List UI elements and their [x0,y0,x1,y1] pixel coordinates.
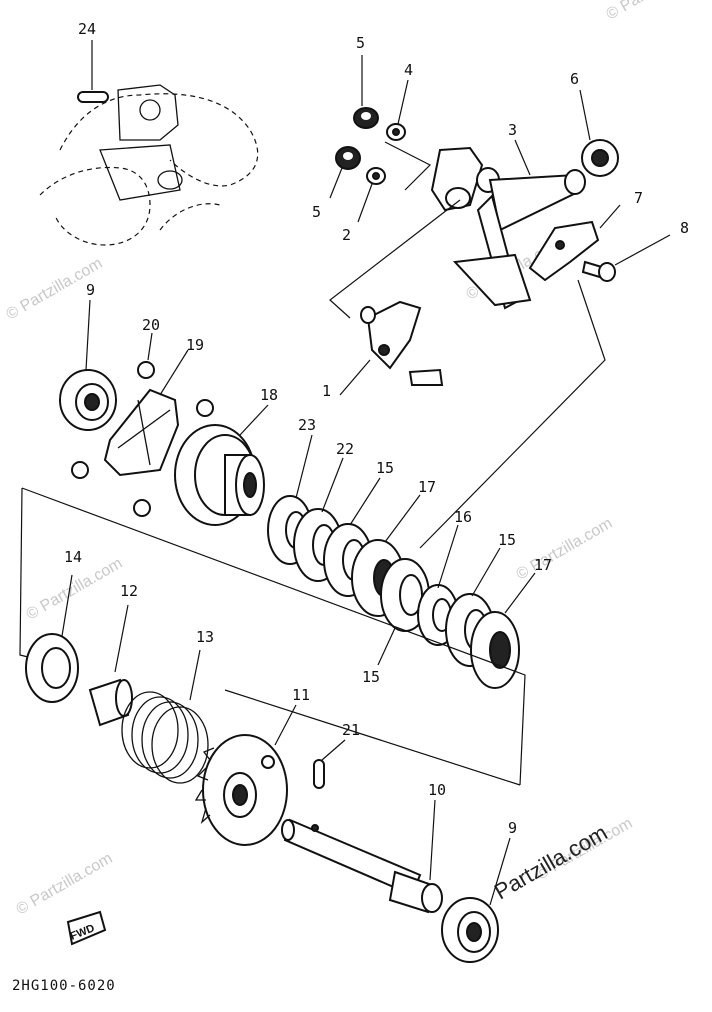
part-10-kick-shaft [281,799,443,914]
fwd-arrow-icon: FWD [66,910,107,946]
assembly-frame-line [21,487,526,786]
callout-15: 15 [362,668,380,686]
callout-5: 5 [356,34,365,52]
part-9-bearing-upper [59,299,117,431]
callout-22: 22 [336,440,354,458]
callout-1: 1 [322,382,331,400]
part-1-shift-cam [339,300,444,396]
diagram-code: 2HG100-6020 [12,978,116,994]
part-11-kick-idle-gear [194,704,297,846]
assembly-frame-line [19,487,41,661]
part-19-ratchet-cross [103,349,189,477]
callout-8: 8 [680,219,689,237]
callout-18: 18 [260,386,278,404]
part-4-washer [386,79,409,141]
callout-19: 19 [186,336,204,354]
callout-17: 17 [534,556,552,574]
part-6-oil-seal [579,89,619,177]
callout-5: 5 [312,203,321,221]
engine-case-outline [39,84,259,246]
part-5-nut-upper [353,55,379,129]
part-20-balls [71,332,214,517]
callout-10: 10 [428,781,446,799]
watermark-text: © Partzilla.com [514,515,616,584]
part-14-oil-seal [25,574,79,703]
callout-23: 23 [298,416,316,434]
callout-13: 13 [196,628,214,646]
callout-20: 20 [142,316,160,334]
assembly-guide-line [419,279,606,549]
assembly-guide-line [384,141,432,191]
assembly-guide-line [329,199,461,319]
clutch-plate-stack [267,434,536,689]
part-2-washer [357,167,386,223]
callout-9: 9 [508,819,517,837]
callout-11: 11 [292,686,310,704]
callout-14: 14 [64,548,82,566]
callout-9: 9 [86,281,95,299]
part-21-pin [313,739,346,789]
callout-21: 21 [342,721,360,739]
watermark-text: © Partzilla.com [14,850,116,919]
part-24-pin [77,40,109,103]
callout-15: 15 [376,459,394,477]
callout-2: 2 [342,226,351,244]
part-12-collar [88,604,133,727]
part-3-shift-lever [430,139,586,310]
callout-7: 7 [634,189,643,207]
callout-15: 15 [498,531,516,549]
part-18-kick-gear [174,404,269,526]
part-7-stopper-lever [528,204,621,282]
callout-12: 12 [120,582,138,600]
part-9-bearing-lower [441,837,511,963]
callout-3: 3 [508,121,517,139]
callout-labels: 24 5 4 6 3 7 8 5 2 1 9 20 19 18 23 22 15… [64,20,689,837]
part-5-nut-lower [329,146,361,199]
callout-6: 6 [570,70,579,88]
callout-17: 17 [418,478,436,496]
callout-4: 4 [404,61,413,79]
assembly-frame-line [224,689,521,786]
watermark-text: © Partzilla.com [604,0,706,23]
callout-24: 24 [78,20,96,38]
callout-16: 16 [454,508,472,526]
part-8-screw [581,234,671,282]
part-13-torsion-spring [121,649,209,784]
